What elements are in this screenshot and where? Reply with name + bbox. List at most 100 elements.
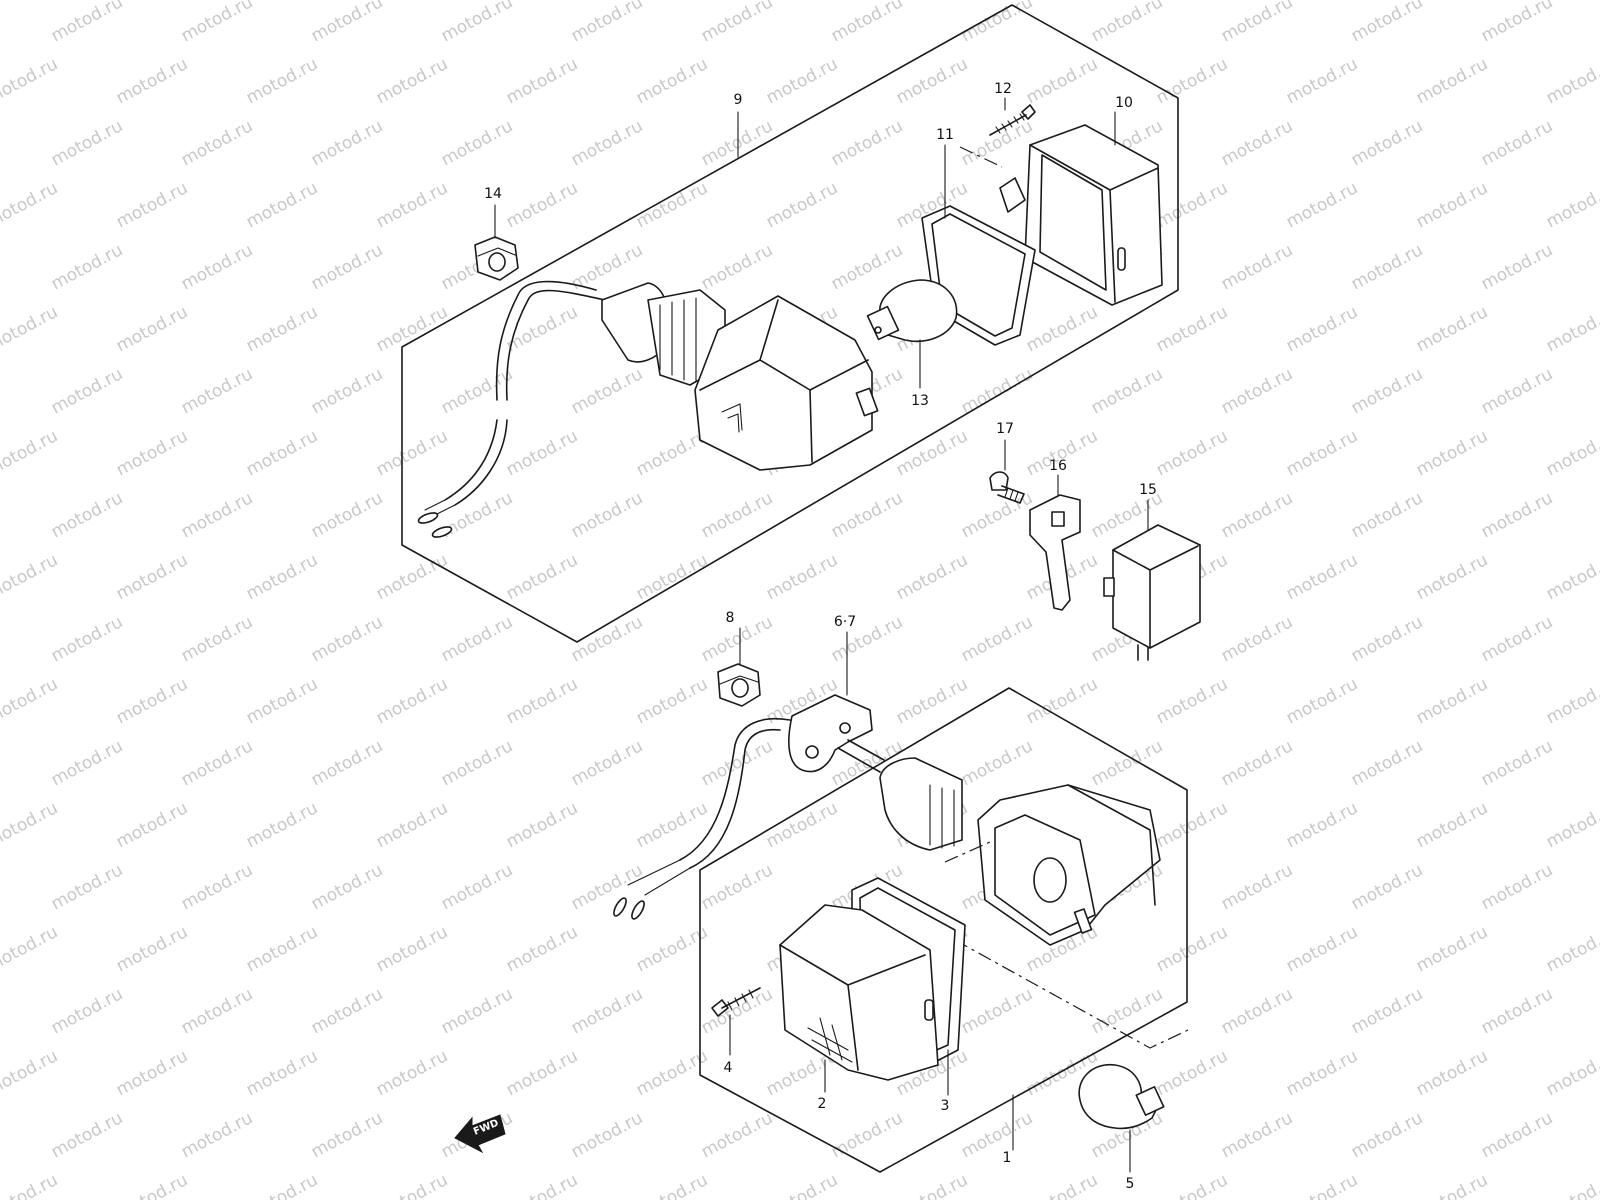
upper-turn-signal <box>417 280 879 538</box>
watermark-text: motod.ru <box>113 1046 191 1100</box>
watermark-text: motod.ru <box>243 798 321 852</box>
watermark-text: motod.ru <box>1153 1170 1231 1200</box>
watermark-text: motod.ru <box>308 240 386 294</box>
watermark-text: motod.ru <box>958 0 1036 46</box>
watermark-text: motod.ru <box>48 736 126 790</box>
assembly-line-lower <box>954 939 1189 1049</box>
watermark-text: motod.ru <box>1023 54 1101 108</box>
watermark-text: motod.ru <box>308 0 386 46</box>
callout-15: 15 <box>1139 482 1157 498</box>
watermark-text: motod.ru <box>698 736 776 790</box>
callout-9: 9 <box>734 92 743 108</box>
watermark-text: motod.ru <box>698 612 776 666</box>
watermark-text: motod.ru <box>1023 302 1101 356</box>
watermark-text: motod.ru <box>1478 240 1556 294</box>
watermark-text: motod.ru <box>438 612 516 666</box>
watermark-text: motod.ru <box>958 1108 1036 1162</box>
watermark-text: motod.ru <box>1153 1046 1231 1100</box>
watermark-text: motod.ru <box>373 1046 451 1100</box>
watermark-text: motod.ru <box>113 54 191 108</box>
watermark-text: motod.ru <box>373 922 451 976</box>
lower-turn-signal <box>613 663 1161 946</box>
callout-8: 8 <box>726 610 735 626</box>
watermark-text: motod.ru <box>113 550 191 604</box>
watermark-text: motod.ru <box>113 178 191 232</box>
watermark-text: motod.ru <box>1543 798 1600 852</box>
watermark-text: motod.ru <box>438 736 516 790</box>
callout-13: 13 <box>911 393 929 409</box>
upper-lens <box>999 124 1163 306</box>
watermark-text: motod.ru <box>1283 922 1361 976</box>
watermark-text: motod.ru <box>503 674 581 728</box>
watermark-text: motod.ru <box>0 54 61 108</box>
watermark-text: motod.ru <box>1218 736 1296 790</box>
watermark-text: motod.ru <box>568 488 646 542</box>
watermark-text: motod.ru <box>1153 922 1231 976</box>
watermark-text: motod.ru <box>308 860 386 914</box>
watermark-text: motod.ru <box>243 302 321 356</box>
callout-12: 12 <box>994 81 1012 97</box>
assembly-line-12 <box>959 146 1003 168</box>
callout-16: 16 <box>1049 458 1067 474</box>
watermark-text: motod.ru <box>763 1170 841 1200</box>
watermark-text: motod.ru <box>1283 1046 1361 1100</box>
upper-bulb <box>866 279 958 342</box>
callout-4: 4 <box>724 1060 733 1076</box>
callout-3: 3 <box>941 1098 950 1114</box>
watermark-text: motod.ru <box>1153 178 1231 232</box>
watermark-text: motod.ru <box>1348 984 1426 1038</box>
nut-14 <box>474 236 519 281</box>
watermark-text: motod.ru <box>308 364 386 418</box>
watermark-text: motod.ru <box>1218 240 1296 294</box>
watermark-text: motod.ru <box>1348 612 1426 666</box>
watermark-text: motod.ru <box>568 736 646 790</box>
callout-17: 17 <box>996 421 1014 437</box>
watermark-text: motod.ru <box>633 54 711 108</box>
watermark-text: motod.ru <box>0 426 61 480</box>
watermark-text: motod.ru <box>1348 0 1426 46</box>
watermark-text: motod.ru <box>48 0 126 46</box>
watermark-text: motod.ru <box>0 922 61 976</box>
watermark-text: motod.ru <box>1543 550 1600 604</box>
watermark-text: motod.ru <box>1283 798 1361 852</box>
watermark-text: motod.ru <box>893 54 971 108</box>
watermark-text: motod.ru <box>1543 54 1600 108</box>
watermark-text: motod.ru <box>1348 860 1426 914</box>
watermark-text: motod.ru <box>113 302 191 356</box>
watermark-text: motod.ru <box>1478 364 1556 418</box>
watermark-text: motod.ru <box>893 550 971 604</box>
watermark-text: motod.ru <box>633 178 711 232</box>
screw-17 <box>989 471 1025 504</box>
watermark-text: motod.ru <box>1153 674 1231 728</box>
watermark-text: motod.ru <box>113 798 191 852</box>
watermark-text: motod.ru <box>1478 612 1556 666</box>
watermark-text: motod.ru <box>958 612 1036 666</box>
callout-14: 14 <box>484 186 502 202</box>
watermark-text: motod.ru <box>568 1108 646 1162</box>
watermark-text: motod.ru <box>178 1108 256 1162</box>
watermark-text: motod.ru <box>698 488 776 542</box>
watermark-text: motod.ru <box>1153 302 1231 356</box>
watermark-text: motod.ru <box>503 1046 581 1100</box>
watermark-text: motod.ru <box>958 116 1036 170</box>
watermark-text: motod.ru <box>1413 550 1491 604</box>
watermark-text: motod.ru <box>243 426 321 480</box>
watermark-text: motod.ru <box>1348 364 1426 418</box>
watermark-text: motod.ru <box>178 736 256 790</box>
watermark-text: motod.ru <box>1218 860 1296 914</box>
watermark-text: motod.ru <box>1283 54 1361 108</box>
watermark-text: motod.ru <box>698 240 776 294</box>
watermark-text: motod.ru <box>178 612 256 666</box>
watermark-text: motod.ru <box>1283 426 1361 480</box>
watermark-text: motod.ru <box>1543 1170 1600 1200</box>
watermark-text: motod.ru <box>633 550 711 604</box>
watermark-text: motod.ru <box>503 550 581 604</box>
watermark-text: motod.ru <box>828 1108 906 1162</box>
watermark-text: motod.ru <box>698 984 776 1038</box>
watermark-text: motod.ru <box>48 488 126 542</box>
watermark-text: motod.ru <box>893 1170 971 1200</box>
watermark-text: motod.ru <box>373 550 451 604</box>
watermark-text: motod.ru <box>308 736 386 790</box>
watermark-text: motod.ru <box>1283 302 1361 356</box>
watermark-text: motod.ru <box>308 1108 386 1162</box>
